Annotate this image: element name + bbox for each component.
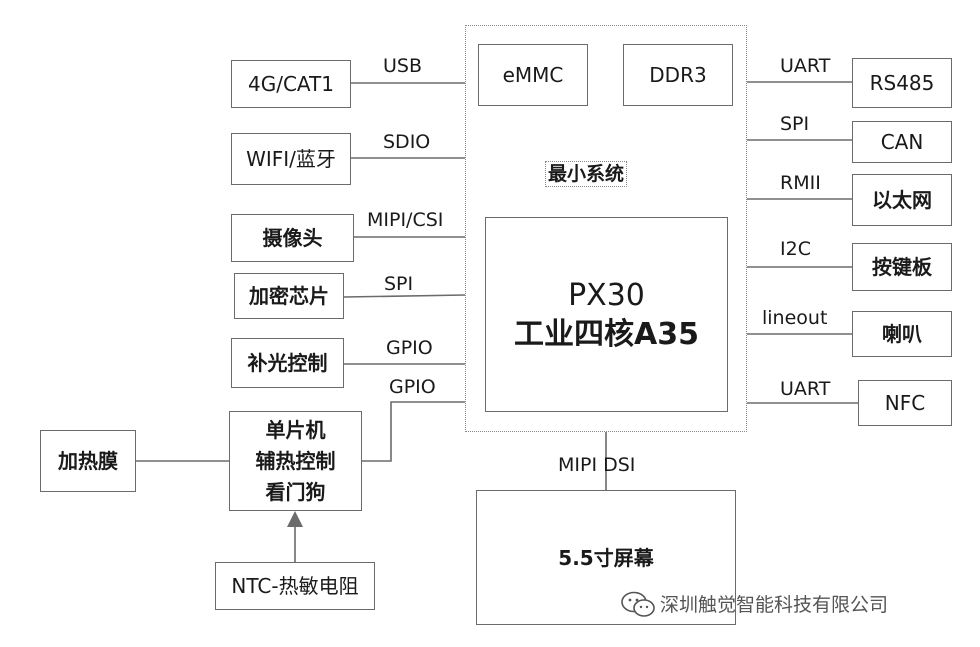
rs485-box: RS485 bbox=[852, 58, 952, 108]
can-box: CAN bbox=[852, 121, 952, 163]
wechat-icon bbox=[621, 591, 655, 617]
ethernet-label: 以太网 bbox=[872, 188, 932, 212]
wifi-box: WIFI/蓝牙 bbox=[231, 133, 351, 185]
soc-box: PX30 工业四核A35 bbox=[485, 217, 728, 412]
ntc-label: NTC-热敏电阻 bbox=[231, 574, 359, 598]
mcu-box: 单片机 辅热控制 看门狗 bbox=[229, 411, 362, 511]
uart-nfc-label: UART bbox=[780, 378, 831, 400]
fill-light-label: 补光控制 bbox=[247, 351, 328, 375]
mcu-line-3: 看门狗 bbox=[265, 479, 326, 504]
wire-spi-left bbox=[343, 294, 466, 298]
soc-model: PX30 bbox=[568, 277, 645, 313]
soc-description: 工业四核A35 bbox=[514, 316, 699, 352]
minimum-system-title: 最小系统 bbox=[545, 161, 628, 187]
ethernet-box: 以太网 bbox=[852, 174, 952, 226]
mipi-csi-label: MIPI/CSI bbox=[367, 209, 444, 231]
rs485-label: RS485 bbox=[869, 71, 935, 95]
speaker-label: 喇叭 bbox=[882, 322, 922, 346]
rmii-label: RMII bbox=[780, 172, 821, 194]
ntc-box: NTC-热敏电阻 bbox=[215, 562, 375, 610]
mcu-line-1: 单片机 bbox=[265, 417, 326, 442]
keypad-box: 按键板 bbox=[852, 243, 952, 291]
emmc-box: eMMC bbox=[478, 44, 588, 106]
wifi-label: WIFI/蓝牙 bbox=[246, 147, 336, 171]
spi-can-label: SPI bbox=[780, 113, 810, 135]
speaker-box: 喇叭 bbox=[852, 311, 952, 357]
sdio-label: SDIO bbox=[383, 131, 431, 153]
camera-label: 摄像头 bbox=[262, 226, 323, 250]
mipi-dsi-label: MIPI DSI bbox=[558, 454, 636, 476]
cat1-label: 4G/CAT1 bbox=[248, 72, 334, 96]
gpio-fill-light-label: GPIO bbox=[386, 337, 433, 359]
heater-film-box: 加热膜 bbox=[40, 430, 136, 492]
watermark-text: 深圳触觉智能科技有限公司 bbox=[660, 594, 889, 616]
mcu-line-2: 辅热控制 bbox=[255, 448, 336, 473]
ddr3-label: DDR3 bbox=[649, 63, 707, 87]
wire-gpio-mcu bbox=[362, 401, 465, 462]
can-label: CAN bbox=[880, 130, 924, 154]
uart-rs485-label: UART bbox=[780, 55, 831, 77]
spi-left-label: SPI bbox=[384, 273, 414, 295]
ddr3-box: DDR3 bbox=[623, 44, 733, 106]
display-box: 5.5寸屏幕 bbox=[476, 490, 736, 625]
crypto-chip-label: 加密芯片 bbox=[249, 284, 329, 308]
emmc-label: eMMC bbox=[502, 63, 564, 87]
fill-light-box: 补光控制 bbox=[231, 338, 344, 388]
i2c-label: I2C bbox=[780, 238, 811, 260]
nfc-box: NFC bbox=[858, 380, 952, 426]
arrow-head bbox=[287, 511, 303, 527]
crypto-chip-box: 加密芯片 bbox=[234, 273, 344, 319]
usb-label: USB bbox=[383, 55, 423, 77]
keypad-label: 按键板 bbox=[872, 255, 932, 279]
heater-film-label: 加热膜 bbox=[58, 449, 118, 473]
camera-box: 摄像头 bbox=[231, 214, 354, 262]
lineout-label: lineout bbox=[762, 307, 828, 329]
gpio-mcu-label: GPIO bbox=[389, 376, 436, 398]
nfc-label: NFC bbox=[884, 391, 926, 415]
cat1-box: 4G/CAT1 bbox=[231, 60, 351, 108]
display-label: 5.5寸屏幕 bbox=[558, 545, 654, 570]
